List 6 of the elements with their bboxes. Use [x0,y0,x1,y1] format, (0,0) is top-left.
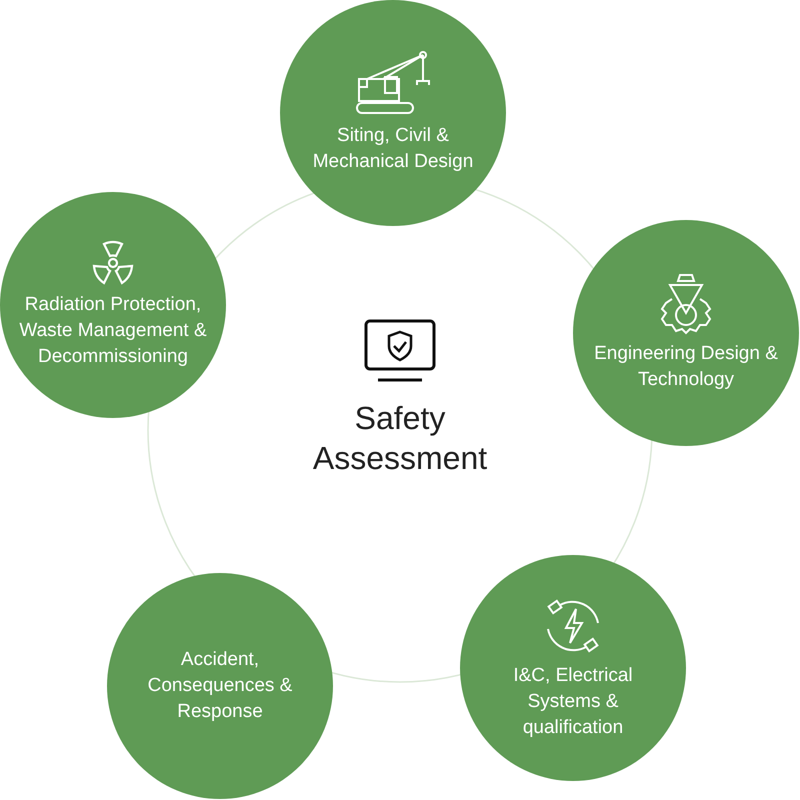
topic-label: Siting, Civil & Mechanical Design [312,124,474,174]
topic-label: Accident, Consequences & Response [146,648,294,724]
topic-label: Radiation Protection, Waste Management & Decommissioning [18,293,208,369]
topic-label: I&C, Electrical Systems & qualification [512,664,634,740]
topic-label: Engineering Design & Technology [593,342,779,392]
center-title: Safety Assessment [312,399,488,478]
